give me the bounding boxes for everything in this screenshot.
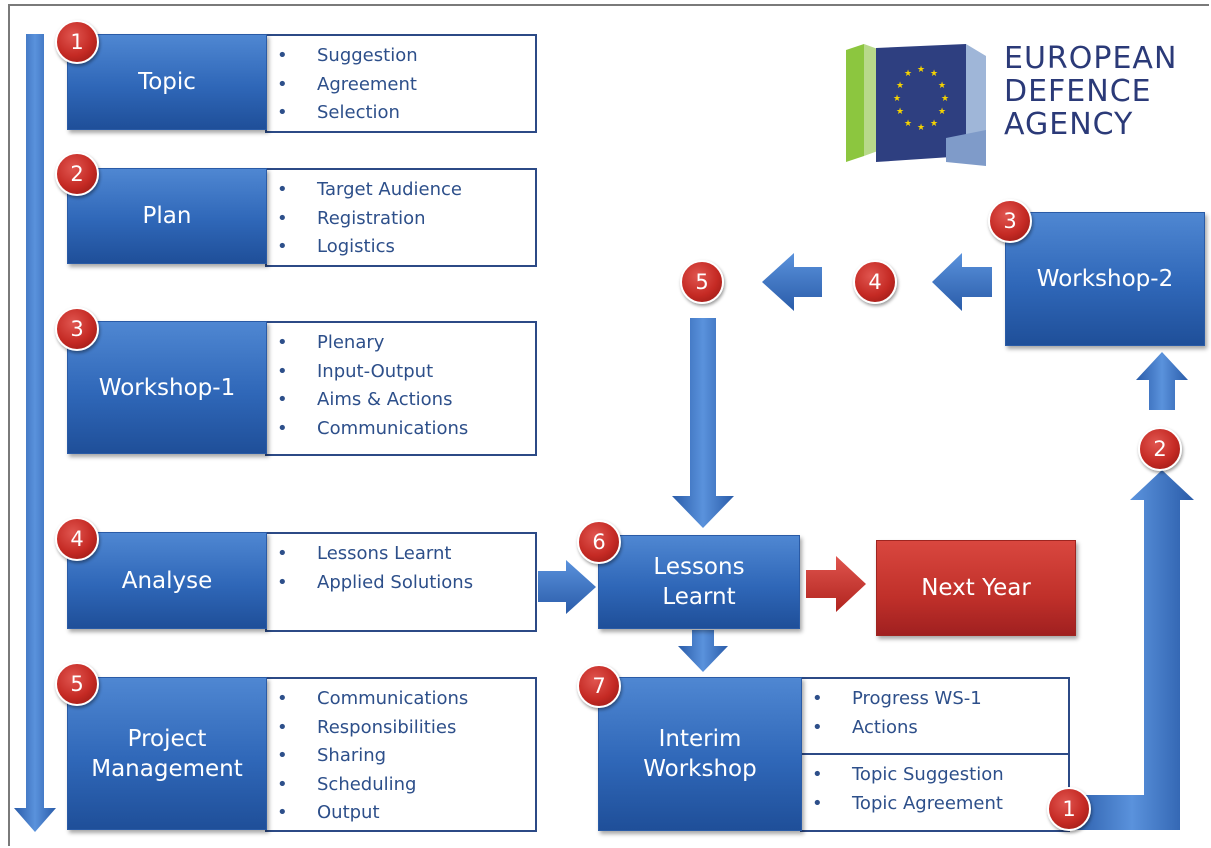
svg-text:★: ★ (896, 107, 904, 117)
list-item: Target Audience (277, 176, 535, 205)
step-title: Topic (138, 69, 196, 95)
interim-bottom-details: Topic Suggestion Topic Agreement (800, 753, 1070, 832)
list-item: Progress WS-1 (812, 685, 1068, 714)
project-management-details: Communications Responsibilities Sharing … (265, 677, 537, 832)
diagram-frame (8, 4, 1209, 846)
list-item: Topic Suggestion (812, 761, 1068, 790)
svg-text:★: ★ (941, 94, 949, 104)
list-item: Aims & Actions (277, 386, 535, 415)
list-item: Agreement (277, 71, 535, 100)
step-plan[interactable]: Plan (67, 168, 267, 264)
topic-details: Suggestion Agreement Selection (265, 34, 537, 133)
step-badge: 4 (55, 517, 99, 561)
workshop-2-badge: 3 (988, 199, 1032, 243)
list-item: Responsibilities (277, 714, 535, 743)
svg-text:★: ★ (917, 65, 925, 75)
svg-text:★: ★ (930, 69, 938, 79)
step-title: Analyse (121, 567, 213, 594)
arrow-4-to-5 (762, 253, 822, 311)
arrow-up-to-ws2 (1136, 352, 1188, 410)
arrow-to-next-year (806, 556, 866, 612)
arrow-ws2-to-4 (932, 253, 992, 311)
interim-title: Interim Workshop (643, 726, 757, 782)
eda-flag-logo: ★★★ ★★★ ★★★ ★★★ (846, 44, 986, 166)
step-badge: 3 (55, 307, 99, 351)
arrow-interim-to-2 (1070, 470, 1194, 830)
list-item: Topic Agreement (812, 790, 1068, 819)
step-project-management[interactable]: Project Management (67, 677, 267, 830)
list-item: Lessons Learnt (277, 540, 535, 569)
lessons-learnt-title: Lessons Learnt (653, 554, 745, 610)
cycle-badge-5: 5 (680, 260, 724, 304)
plan-details: Target Audience Registration Logistics (265, 168, 537, 267)
workshop-2-title: Workshop-2 (1036, 266, 1174, 292)
svg-text:★: ★ (917, 123, 925, 133)
analyse-details: Lessons Learnt Applied Solutions (265, 532, 537, 632)
step-workshop-1[interactable]: Workshop-1 (67, 321, 267, 454)
list-item: Logistics (277, 233, 535, 262)
workshop-2-box[interactable]: Workshop-2 (1005, 212, 1205, 346)
step-badge: 5 (55, 662, 99, 706)
list-item: Suggestion (277, 42, 535, 71)
next-year-title: Next Year (921, 575, 1031, 601)
list-item: Plenary (277, 329, 535, 358)
cycle-badge-2: 2 (1138, 427, 1182, 471)
step-title: Project Management (91, 725, 243, 782)
lessons-learnt-box[interactable]: Lessons Learnt (598, 535, 800, 629)
arrow-down-to-lessons (672, 318, 734, 528)
arrow-lessons-to-interim (678, 630, 728, 672)
svg-text:★: ★ (938, 81, 946, 91)
svg-text:★: ★ (904, 119, 912, 129)
svg-text:★: ★ (930, 119, 938, 129)
interim-badge: 7 (577, 664, 621, 708)
list-item: Communications (277, 415, 535, 444)
step-title: Plan (142, 203, 192, 229)
list-item: Registration (277, 205, 535, 234)
step-topic[interactable]: Topic (67, 34, 267, 130)
svg-text:★: ★ (938, 107, 946, 117)
arrow-analyse-to-lessons (538, 560, 596, 614)
interim-workshop-box[interactable]: Interim Workshop (598, 677, 802, 831)
step-badge: 1 (55, 20, 99, 64)
step-title: Workshop-1 (98, 374, 236, 401)
svg-text:★: ★ (904, 69, 912, 79)
list-item: Applied Solutions (277, 569, 535, 598)
timeline-arrow (14, 34, 56, 832)
svg-text:★: ★ (896, 81, 904, 91)
list-item: Output (277, 799, 535, 828)
step-analyse[interactable]: Analyse (67, 532, 267, 629)
next-year-box[interactable]: Next Year (876, 540, 1076, 636)
step-badge: 2 (55, 152, 99, 196)
list-item: Scheduling (277, 771, 535, 800)
list-item: Actions (812, 714, 1068, 743)
list-item: Input-Output (277, 358, 535, 387)
eda-logo-text: EUROPEAN DEFENCE AGENCY (1004, 41, 1178, 142)
list-item: Communications (277, 685, 535, 714)
list-item: Sharing (277, 742, 535, 771)
cycle-badge-1: 1 (1047, 787, 1091, 831)
list-item: Selection (277, 99, 535, 128)
cycle-badge-4: 4 (853, 260, 897, 304)
svg-text:★: ★ (893, 94, 901, 104)
lessons-badge: 6 (577, 520, 621, 564)
interim-top-details: Progress WS-1 Actions (800, 677, 1070, 755)
workshop1-details: Plenary Input-Output Aims & Actions Comm… (265, 321, 537, 456)
